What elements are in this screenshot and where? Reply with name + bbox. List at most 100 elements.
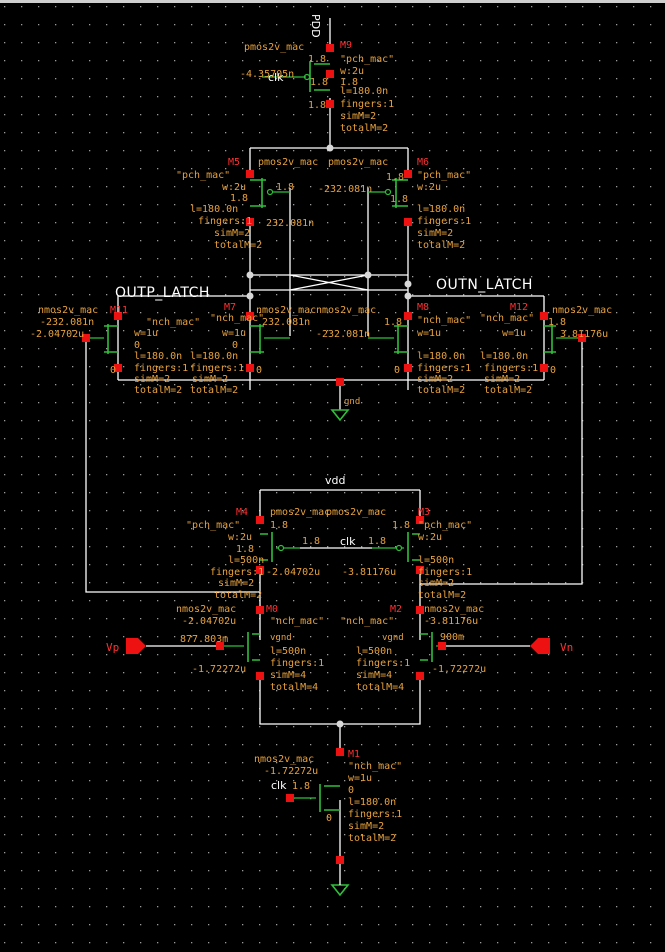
svg-text:l=180.0n: l=180.0n	[480, 351, 528, 362]
svg-text:nmos2v_mac: nmos2v_mac	[552, 305, 612, 316]
device-label-m1: nmos2v_mac M1 "nch_mac" -1.72272u w=1u 0…	[254, 749, 402, 844]
svg-text:totalM=2: totalM=2	[214, 590, 262, 601]
device-label-m5: M5 pmos2v_mac "pch_mac" w:2u 1.8 1.8 l=1…	[176, 157, 318, 251]
svg-text:l=180.0n: l=180.0n	[190, 351, 238, 362]
device-label-m3: pmos2v_mac M3 "pch_mac" 1.8 w:2u 1.8 l=5…	[326, 507, 472, 601]
svg-text:nmos2v_mac: nmos2v_mac	[316, 305, 376, 316]
device-label-m11: nmos2v_mac M11 -232.081n -2.04702u "nch_…	[30, 305, 200, 396]
transistor-m12[interactable]	[544, 324, 582, 354]
net-label-outn: OUTN_LATCH	[436, 277, 533, 293]
svg-text:-2.04702u: -2.04702u	[182, 616, 236, 627]
svg-text:w:2u: w:2u	[417, 182, 441, 193]
transistor-m4[interactable]	[260, 532, 300, 562]
svg-text:totalM=4: totalM=4	[270, 682, 318, 693]
svg-text:1.8: 1.8	[384, 317, 402, 328]
svg-text:1.8: 1.8	[270, 520, 288, 531]
svg-text:"nch_mac": "nch_mac"	[480, 313, 534, 324]
transistor-m6[interactable]	[368, 178, 408, 208]
device-label-m7: M7 nmos2v_mac 232.081n "nch_mac" w=1u 0 …	[190, 302, 316, 396]
transistor-m9[interactable]	[262, 62, 330, 92]
net-label-gnd: gnd	[344, 397, 360, 407]
pins	[82, 44, 586, 864]
svg-text:232.081n: 232.081n	[266, 218, 314, 229]
svg-text:M0: M0	[266, 604, 278, 615]
svg-text:w=1u: w=1u	[502, 328, 526, 339]
net-label-outp: OUTP_LATCH	[115, 285, 210, 301]
transistor-m8[interactable]	[368, 324, 408, 354]
device-label-m0: nmos2v_mac M0 -2.04702u "nch_mac" 877.80…	[176, 604, 324, 693]
svg-text:M9: M9	[340, 40, 352, 51]
port-vn[interactable]	[530, 638, 550, 654]
svg-text:1.8: 1.8	[308, 54, 326, 65]
svg-text:fingers:1: fingers:1	[418, 567, 472, 578]
svg-text:l=500n: l=500n	[418, 555, 454, 566]
junction-dots	[246, 144, 412, 728]
svg-text:l=180.0n: l=180.0n	[190, 204, 238, 215]
svg-text:totalM=2: totalM=2	[484, 385, 532, 396]
svg-text:w=1u: w=1u	[417, 328, 441, 339]
svg-text:"nch_mac": "nch_mac"	[417, 315, 471, 326]
svg-text:fingers:1: fingers:1	[356, 658, 410, 669]
svg-text:0: 0	[256, 365, 262, 376]
svg-text:1.8: 1.8	[302, 536, 320, 547]
svg-text:simM=2: simM=2	[134, 374, 170, 385]
transistor-m1[interactable]	[290, 784, 340, 812]
svg-text:0: 0	[134, 340, 140, 351]
transistor-m2[interactable]	[420, 632, 440, 662]
svg-text:M7: M7	[224, 302, 236, 313]
svg-text:l=500n: l=500n	[356, 646, 392, 657]
svg-text:l=180.0n: l=180.0n	[348, 797, 396, 808]
svg-text:"pch_mac": "pch_mac"	[340, 54, 394, 65]
svg-text:-1.72272u: -1.72272u	[432, 664, 486, 675]
device-label-m8: nmos2v_mac M8 -232.081n "nch_mac" 1.8 w=…	[316, 302, 471, 396]
svg-text:0: 0	[232, 340, 238, 351]
net-label-vgnd-m0: vgnd	[270, 633, 292, 643]
svg-text:totalM=2: totalM=2	[417, 385, 465, 396]
transistor-m5[interactable]	[250, 178, 290, 208]
svg-text:nmos2v_mac: nmos2v_mac	[176, 604, 236, 615]
svg-text:877.803m: 877.803m	[180, 634, 228, 645]
svg-text:totalM=2: totalM=2	[134, 385, 182, 396]
port-vp[interactable]	[126, 638, 146, 654]
svg-text:-3.81176u: -3.81176u	[342, 567, 396, 578]
svg-text:-2.04702u: -2.04702u	[266, 567, 320, 578]
svg-text:w=1u: w=1u	[222, 328, 246, 339]
svg-text:totalM=2: totalM=2	[340, 123, 388, 134]
transistor-m7[interactable]	[250, 324, 290, 354]
svg-text:fingers:1: fingers:1	[348, 809, 402, 820]
net-label-clk-tail: clk	[271, 779, 287, 792]
svg-text:M12: M12	[510, 302, 528, 313]
device-label-m4: M4 pmos2v_mac "pch_mac" 1.8 w:2u 1.8 l=5…	[186, 507, 330, 601]
svg-text:1.8: 1.8	[230, 193, 248, 204]
svg-text:totalM=2: totalM=2	[214, 240, 262, 251]
svg-text:fingers:1: fingers:1	[417, 216, 471, 227]
svg-text:"pch_mac": "pch_mac"	[176, 170, 230, 181]
svg-text:1.8: 1.8	[276, 182, 294, 193]
svg-text:w:2u: w:2u	[340, 66, 364, 77]
svg-text:w:2u: w:2u	[228, 532, 252, 543]
svg-text:-232.081n: -232.081n	[40, 317, 94, 328]
svg-text:1.8: 1.8	[340, 77, 358, 88]
svg-text:w=1u: w=1u	[134, 328, 158, 339]
top-border	[0, 0, 665, 3]
svg-text:M8: M8	[417, 302, 429, 313]
svg-text:1.8: 1.8	[392, 520, 410, 531]
svg-text:232.081n: 232.081n	[262, 317, 310, 328]
svg-text:l=500n: l=500n	[270, 646, 306, 657]
svg-text:nmos2v_mac: nmos2v_mac	[256, 305, 316, 316]
svg-text:simM=2: simM=2	[192, 374, 228, 385]
svg-text:fingers:1: fingers:1	[417, 363, 471, 374]
svg-text:pmos2v_mac: pmos2v_mac	[326, 507, 386, 518]
net-label-clk-mid: clk	[340, 535, 356, 548]
svg-text:1.8: 1.8	[236, 544, 254, 555]
svg-text:w:2u: w:2u	[222, 182, 246, 193]
svg-text:"pch_mac": "pch_mac"	[186, 520, 240, 531]
svg-text:M6: M6	[417, 157, 429, 168]
svg-text:-3.81176u: -3.81176u	[424, 616, 478, 627]
svg-text:simM=2: simM=2	[418, 578, 454, 589]
svg-text:1.8: 1.8	[386, 172, 404, 183]
svg-text:totalM=2: totalM=2	[348, 833, 396, 844]
transistor-m3[interactable]	[372, 532, 420, 562]
